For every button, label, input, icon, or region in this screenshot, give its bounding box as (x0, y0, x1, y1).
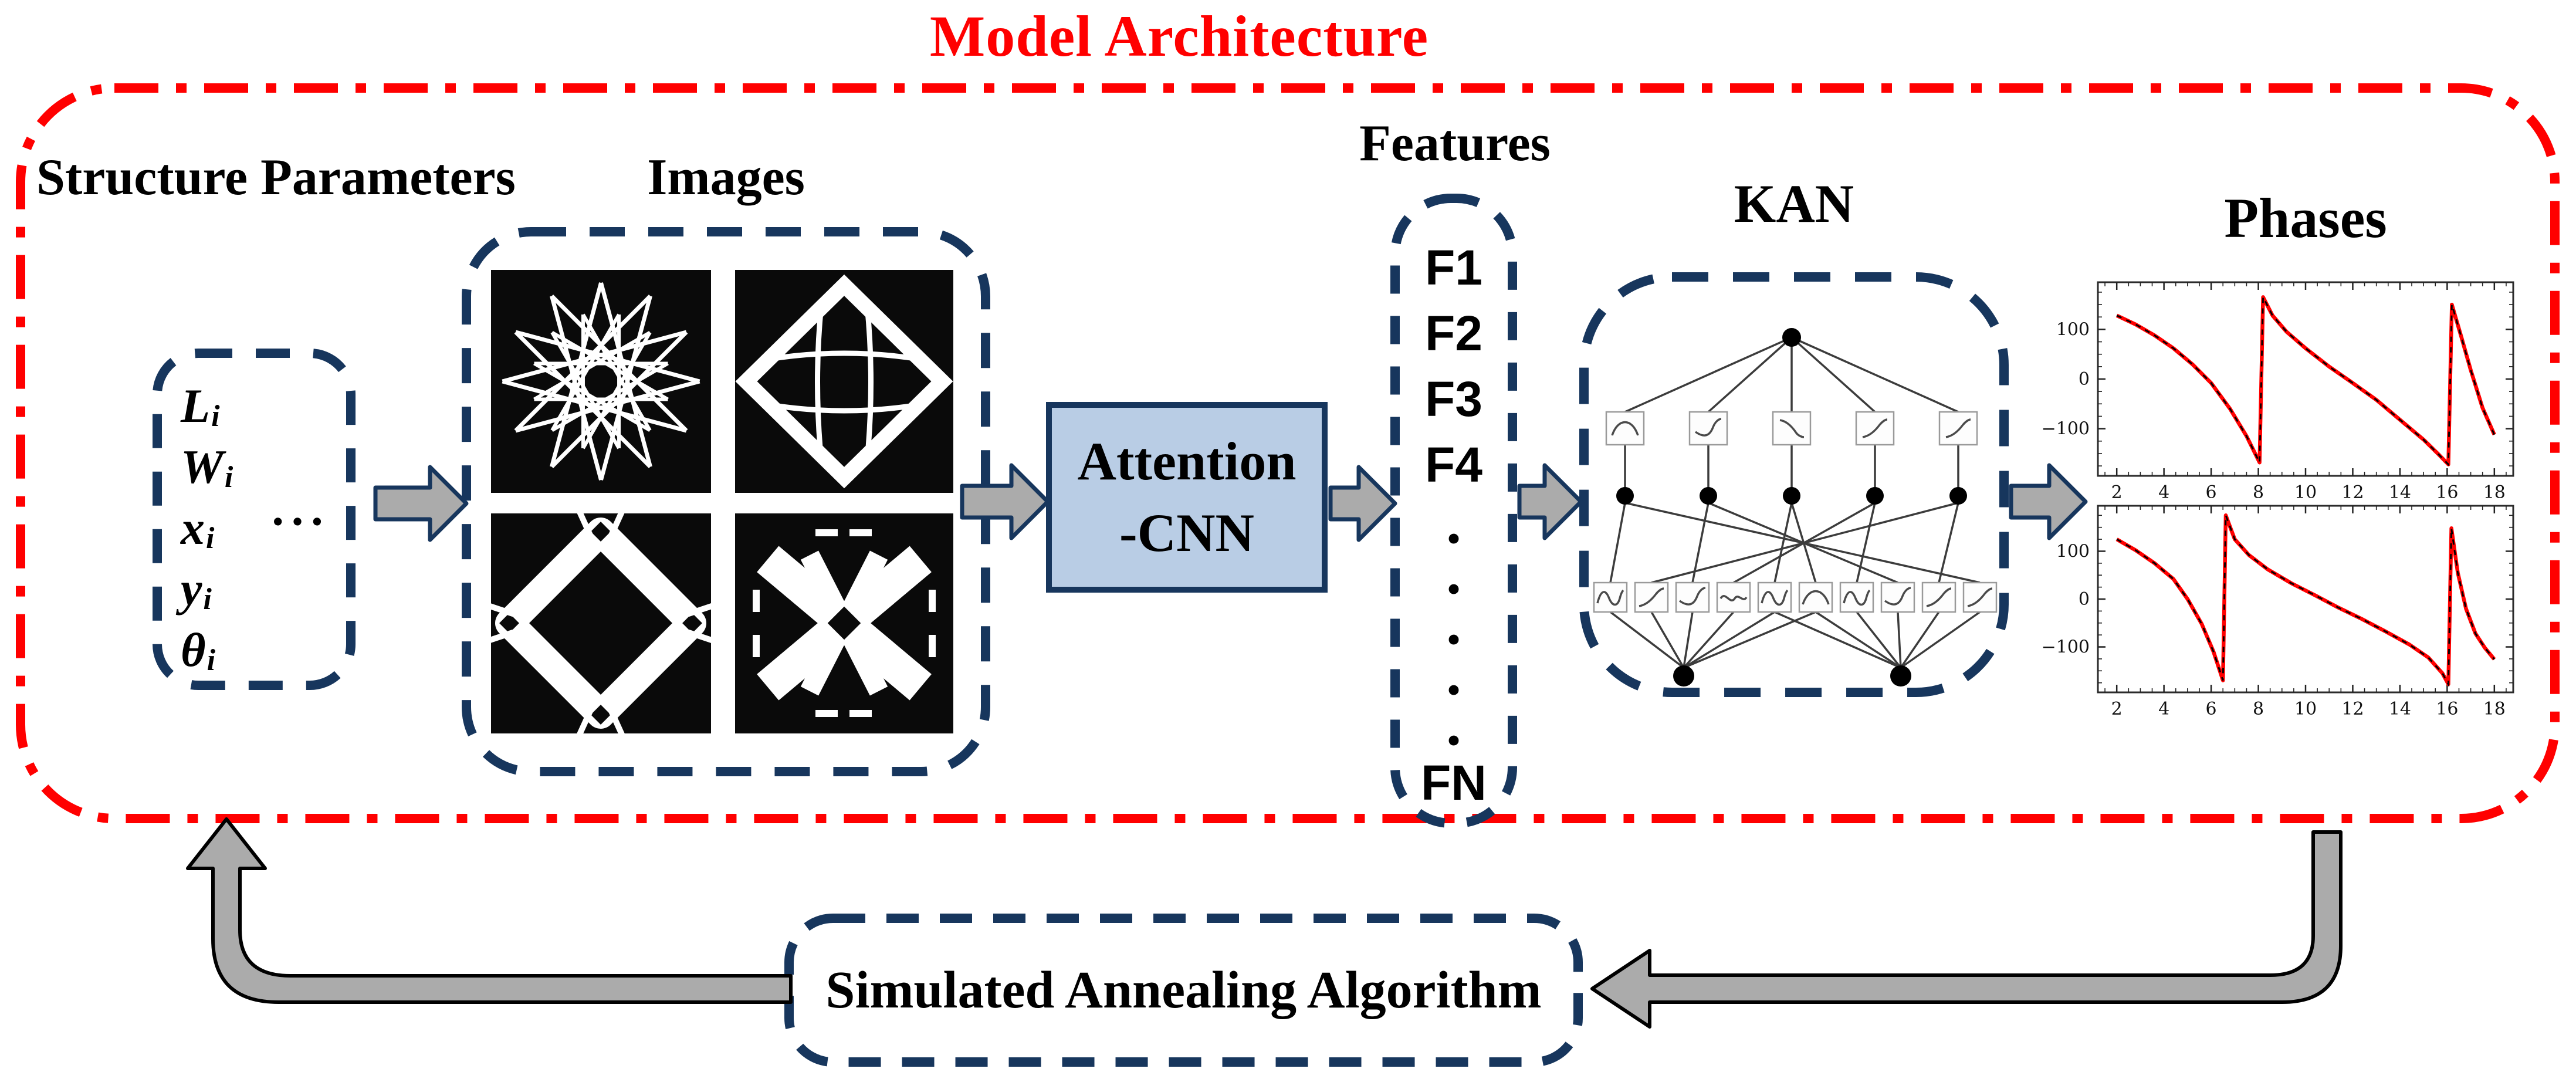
feedback-arrow-to-parameters-icon (186, 817, 793, 1004)
x-tick-label: 2 (2111, 699, 2123, 719)
x-tick-label: 18 (2483, 482, 2506, 503)
x-tick-label: 2 (2111, 482, 2123, 503)
images-box (462, 227, 990, 776)
images-label: Images (647, 149, 805, 206)
attention-cnn-text: Attention -CNN (1049, 405, 1325, 590)
phase-plots: 2 4 6 8 10 12 14 16 18 −100 0 100 2 4 6 8 10 12 14 16 18 −100… (2042, 281, 2514, 719)
x-tick-label: 6 (2206, 482, 2217, 503)
x-tick-label: 16 (2436, 482, 2458, 503)
feedback-arrow-from-phases-icon (1590, 830, 2343, 1029)
y-tick-label: −100 (2042, 637, 2090, 658)
x-tick-label: 18 (2483, 699, 2506, 719)
x-tick-label: 8 (2253, 482, 2264, 503)
x-tick-label: 6 (2206, 699, 2217, 719)
features-label: Features (1359, 115, 1551, 172)
phase-curve (2115, 295, 2496, 466)
feature-ellipsis-dot: . (1446, 691, 1461, 758)
diagram-title: Model Architecture (929, 4, 1429, 69)
x-tick-label: 4 (2158, 482, 2169, 503)
y-tick-label: 100 (2056, 541, 2090, 562)
feature-ellipsis-dot: . (1446, 640, 1461, 708)
structure-parameters-box (153, 349, 356, 690)
attention-line2: -CNN (1119, 502, 1254, 563)
y-tick-label: 100 (2056, 319, 2090, 340)
kan-label: KAN (1734, 174, 1854, 234)
y-tick-label: 0 (2079, 369, 2090, 390)
kan-network-diagram (1593, 328, 1998, 687)
feature-ellipsis-dot: . (1446, 590, 1461, 657)
x-tick-label: 8 (2253, 699, 2264, 719)
arrow-features-to-kan-icon (1517, 463, 1583, 540)
phase-curve (2115, 513, 2496, 687)
structure-parameters-label: Structure Parameters (36, 149, 516, 206)
metasurface-image-tiles (485, 270, 953, 740)
x-pattern-icon (753, 529, 936, 717)
simulated-annealing-box (784, 914, 1583, 1067)
star-pattern-icon (502, 282, 700, 481)
attention-line1: Attention (1077, 431, 1297, 492)
arrow-attention-to-features-icon (1328, 465, 1397, 542)
features-box (1390, 194, 1517, 828)
arrow-images-to-attention-icon (960, 463, 1050, 540)
phase-plot: 2 4 6 8 10 12 14 16 18 −100 0 100 (2042, 281, 2514, 503)
x-tick-label: 10 (2294, 699, 2317, 719)
feature-item: F3 (1424, 371, 1483, 427)
x-tick-label: 12 (2341, 482, 2364, 503)
metasurface-image-tile (491, 270, 711, 493)
y-tick-label: −100 (2042, 419, 2090, 439)
feature-item: F4 (1424, 437, 1483, 492)
diamond-ring-pattern-icon (485, 506, 716, 740)
simulated-annealing-label: Simulated Annealing Algorithm (825, 961, 1542, 1019)
x-tick-label: 12 (2341, 699, 2364, 719)
x-tick-label: 16 (2436, 699, 2458, 719)
feature-item: F2 (1424, 306, 1483, 361)
metasurface-image-tile (735, 270, 953, 493)
arrow-params-to-images-icon (373, 465, 469, 542)
feature-item: FN (1421, 755, 1487, 810)
x-tick-label: 14 (2389, 699, 2411, 719)
x-tick-label: 14 (2389, 482, 2411, 503)
phases-label: Phases (2224, 187, 2387, 249)
feature-item: F1 (1424, 240, 1483, 295)
x-tick-label: 4 (2158, 699, 2169, 719)
feature-ellipsis-dot: . (1446, 489, 1461, 556)
phase-plot: 2 4 6 8 10 12 14 16 18 −100 0 100 (2042, 505, 2514, 719)
parameters-ellipsis: ··· (270, 495, 329, 548)
diamond-grid-pattern-icon (735, 274, 953, 489)
attention-cnn-box (1046, 402, 1328, 593)
y-tick-label: 0 (2079, 589, 2090, 610)
x-tick-label: 10 (2294, 482, 2317, 503)
model-architecture-border (16, 83, 2560, 823)
arrow-kan-to-phases-icon (2009, 463, 2088, 540)
feature-ellipsis-dot: . (1446, 539, 1461, 607)
kan-box (1579, 272, 2009, 697)
